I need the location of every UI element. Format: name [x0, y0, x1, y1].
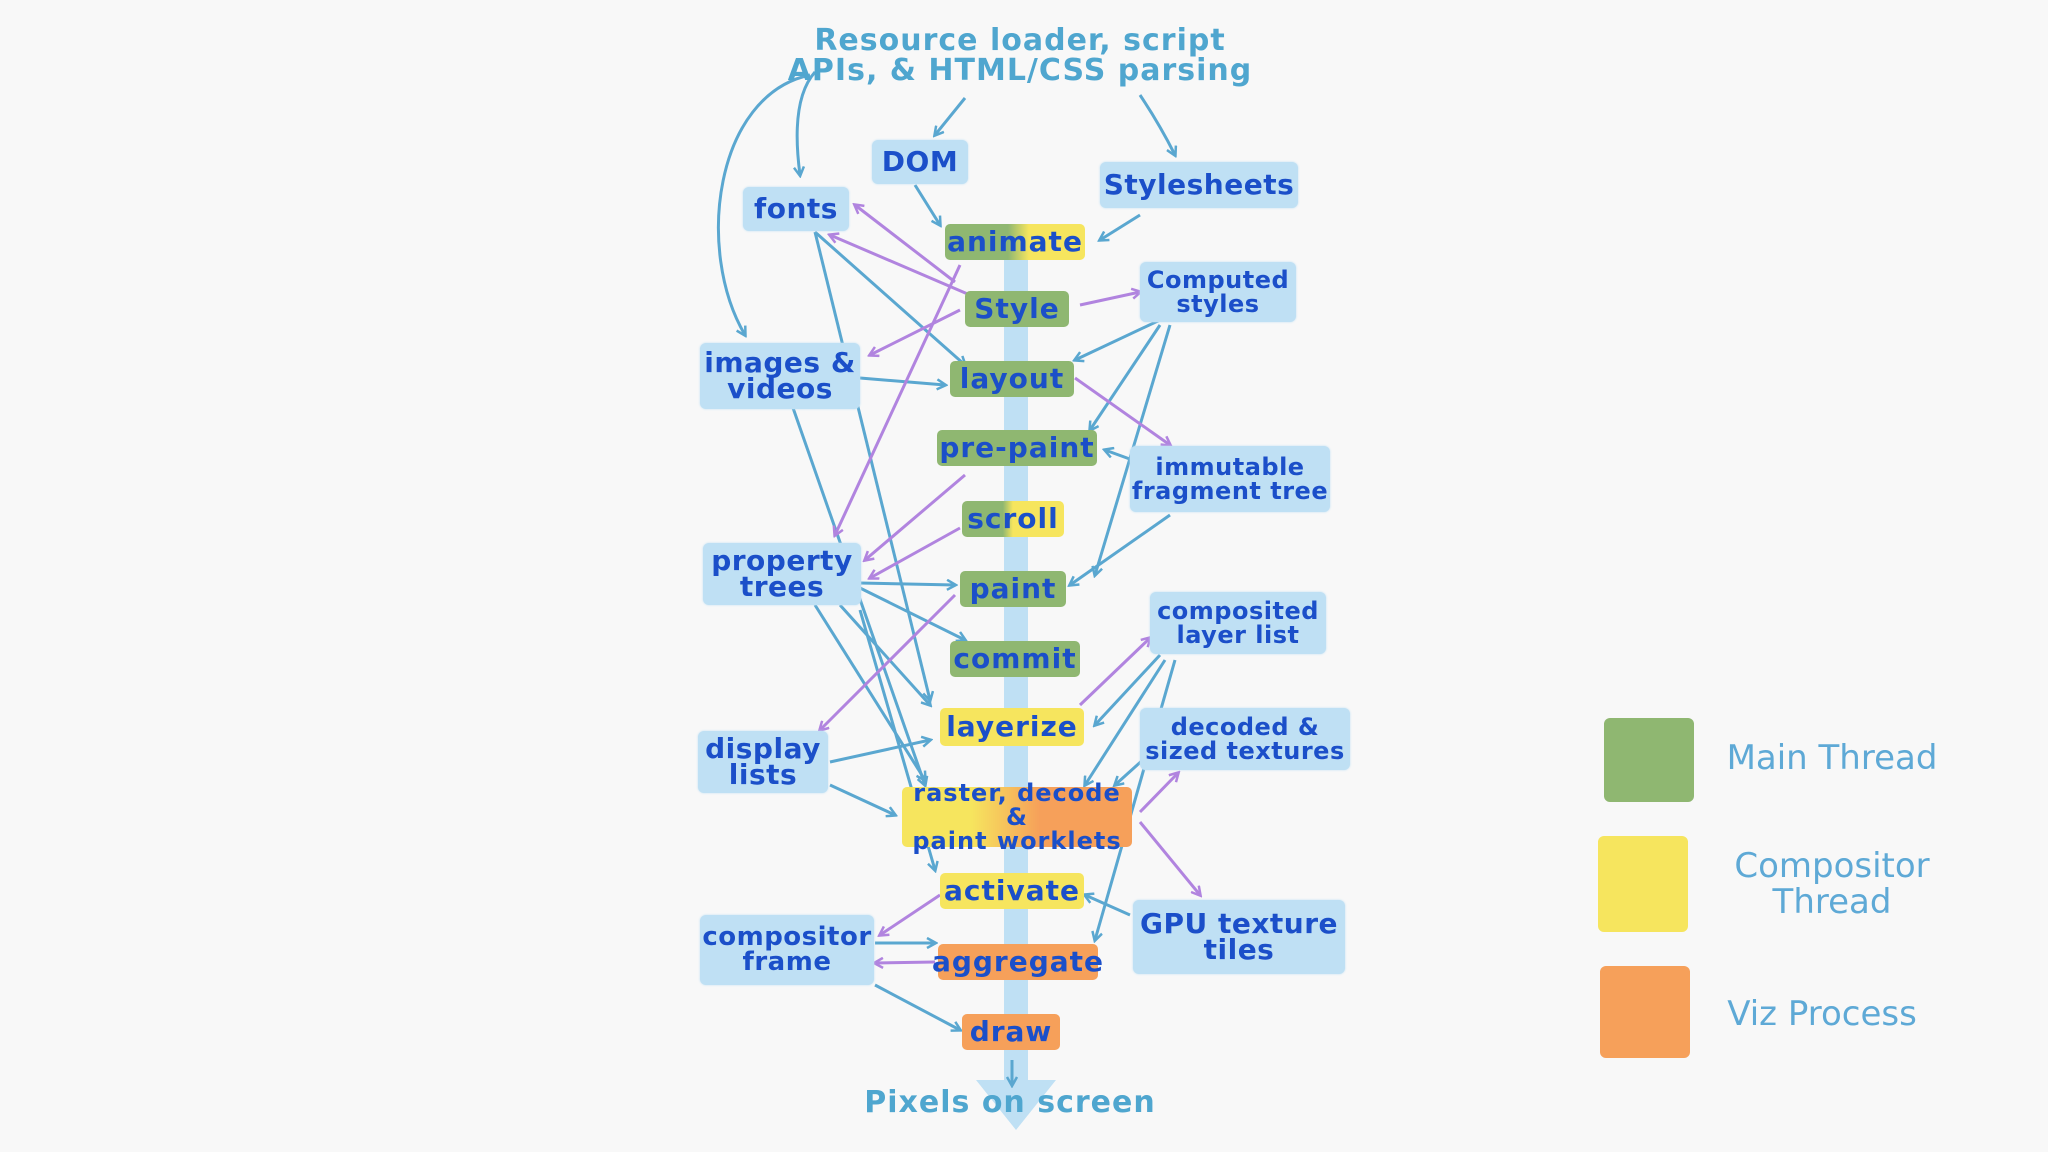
- immutable-fragment-tree-line1: immutable: [1155, 453, 1305, 481]
- dom-box: DOM: [872, 140, 968, 184]
- stage-prepaint: pre-paint: [937, 430, 1097, 466]
- legend-label-compositor-line2: Thread: [1772, 882, 1892, 922]
- stage-raster: raster, decode &paint worklets: [902, 781, 1132, 853]
- compositor-frame-line2: frame: [742, 947, 832, 977]
- images-videos-box: images &videos: [700, 343, 860, 409]
- composited-layer-list-line2: layer list: [1176, 621, 1300, 649]
- stage-activate-label: activate: [944, 874, 1080, 907]
- immutable-fragment-tree-line2: fragment tree: [1131, 477, 1329, 505]
- stage-raster-line1: raster, decode &: [913, 779, 1121, 831]
- gpu-texture-tiles-line2: tiles: [1203, 933, 1275, 966]
- stage-layerize-label: layerize: [946, 710, 1078, 743]
- stage-prepaint-label: pre-paint: [939, 431, 1095, 464]
- legend-swatch-main-thread: [1604, 718, 1694, 802]
- decoded-textures-box: decoded &sized textures: [1140, 708, 1350, 770]
- stage-draw: draw: [962, 1014, 1060, 1050]
- stylesheets-box: Stylesheets: [1100, 162, 1298, 208]
- property-trees-line1: property: [711, 544, 853, 577]
- property-trees-line2: trees: [739, 570, 825, 603]
- stage-layout: layout: [950, 361, 1074, 397]
- fonts-box: fonts: [743, 187, 849, 231]
- legend-swatch-compositor-thread: [1598, 836, 1688, 932]
- fonts-label: fonts: [754, 192, 838, 225]
- compositor-frame-line1: compositor: [702, 922, 872, 952]
- legend-label-viz-process: Viz Process: [1727, 994, 1917, 1034]
- stage-commit-label: commit: [953, 642, 1077, 675]
- stage-raster-line2: paint worklets: [912, 827, 1122, 855]
- stage-commit: commit: [950, 641, 1080, 677]
- stage-animate: animate: [945, 224, 1085, 260]
- images-videos-line2: videos: [727, 372, 833, 405]
- legend-label-main-thread: Main Thread: [1726, 738, 1938, 778]
- stage-style-label: Style: [974, 292, 1060, 325]
- source-label: Resource loader, script APIs, & HTML/CSS…: [780, 26, 1260, 86]
- source-label-line2: APIs, & HTML/CSS parsing: [787, 53, 1253, 88]
- pixels-on-screen-label: Pixels on screen: [864, 1085, 1156, 1120]
- stage-layout-label: layout: [959, 362, 1065, 395]
- source-label-line1: Resource loader, script: [814, 23, 1226, 58]
- legend-swatch-viz-process: [1600, 966, 1690, 1058]
- stage-aggregate-label: aggregate: [931, 945, 1105, 978]
- display-lists-line2: lists: [728, 758, 798, 791]
- composited-layer-list-line1: composited: [1157, 597, 1319, 625]
- stage-style: Style: [965, 291, 1069, 327]
- display-lists-line1: display: [705, 732, 821, 765]
- computed-styles-line1: Computed: [1146, 266, 1290, 294]
- stage-paint-label: paint: [969, 572, 1057, 605]
- stage-aggregate: aggregate: [932, 944, 1103, 980]
- stage-layerize: layerize: [940, 708, 1084, 746]
- legend-label-compositor-thread: Compositor Thread: [1712, 848, 1952, 920]
- stage-scroll-label: scroll: [967, 502, 1059, 535]
- images-videos-line1: images &: [704, 346, 856, 379]
- purple-arrows: [820, 205, 1200, 963]
- stage-scroll: scroll: [962, 501, 1064, 537]
- computed-styles-line2: styles: [1176, 290, 1260, 318]
- stage-activate: activate: [940, 873, 1084, 909]
- decoded-textures-line1: decoded &: [1170, 713, 1320, 741]
- stage-animate-label: animate: [947, 225, 1083, 258]
- stylesheets-label: Stylesheets: [1103, 168, 1295, 201]
- pipeline-spine-tip: [976, 1080, 1056, 1130]
- stage-draw-label: draw: [969, 1015, 1053, 1048]
- legend-label-compositor-line1: Compositor: [1734, 846, 1930, 886]
- decoded-textures-line2: sized textures: [1145, 737, 1345, 765]
- stage-paint: paint: [960, 571, 1066, 607]
- gpu-texture-tiles-line1: GPU texture: [1139, 907, 1339, 940]
- dom-label: DOM: [881, 145, 959, 178]
